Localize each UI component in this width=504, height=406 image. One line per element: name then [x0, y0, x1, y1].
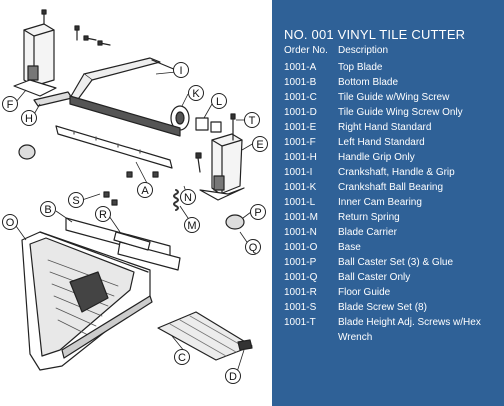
part-code: 1001-T [284, 317, 316, 328]
part-code: 1001-Q [284, 272, 318, 283]
crankshaft [69, 57, 177, 103]
part-code: 1001-F [284, 137, 316, 148]
part-row: 1001-A Top Blade [284, 60, 500, 75]
callout-S: S [72, 195, 79, 207]
header-order-no: Order No. [284, 45, 328, 56]
part-row: 1001-S Blade Screw Set (8) [284, 300, 500, 315]
part-row: 1001-F Left Hand Standard [284, 135, 500, 150]
callout-T: T [249, 115, 256, 127]
part-description: Handle Grip Only [338, 152, 415, 163]
part-row: 1001-H Handle Grip Only [284, 150, 500, 165]
callout-circles [2, 62, 268, 384]
part-description: Inner Cam Bearing [338, 197, 422, 208]
part-description: Blade Height Adj. Screws w/Hex Wrench [338, 317, 481, 343]
callout-R: R [99, 209, 107, 221]
part-description: Right Hand Standard [338, 122, 432, 133]
part-code: 1001-H [284, 152, 317, 163]
callout-L: L [216, 96, 222, 108]
callout-O: O [6, 217, 15, 229]
part-row: 1001-P Ball Caster Set (3) & Glue [284, 255, 500, 270]
callout-D: D [229, 371, 237, 383]
part-row: 1001-O Base [284, 240, 500, 255]
ball-caster-left [18, 144, 36, 160]
part-description: Top Blade [338, 62, 383, 73]
part-description: Floor Guide [338, 287, 391, 298]
part-description: Bottom Blade [338, 77, 399, 88]
part-code: 1001-C [284, 92, 317, 103]
callout-H: H [25, 113, 33, 125]
part-code: 1001-E [284, 122, 317, 133]
right-hand-standard [199, 113, 245, 201]
part-row: 1001-T Blade Height Adj. Screws w/Hex Wre… [284, 315, 500, 345]
callout-E: E [256, 139, 263, 151]
part-description: Blade Screw Set (8) [338, 302, 427, 313]
inner-cam-bearing [195, 117, 222, 133]
part-description: Ball Caster Only [338, 272, 411, 283]
parts-list-panel: NO. 001 VINYL TILE CUTTER Order No. Desc… [272, 0, 504, 406]
part-row: 1001-I Crankshaft, Handle & Grip [284, 165, 500, 180]
callout-N: N [184, 192, 192, 204]
callout-P: P [254, 207, 261, 219]
callout-M: M [187, 220, 196, 232]
part-code: 1001-O [284, 242, 318, 253]
part-row: 1001-K Crankshaft Ball Bearing [284, 180, 500, 195]
part-code: 1001-A [284, 62, 317, 73]
part-code: 1001-M [284, 212, 318, 223]
callout-C: C [178, 352, 186, 364]
crankshaft-ball-bearing [170, 105, 190, 131]
part-code: 1001-P [284, 257, 317, 268]
top-screws [41, 9, 111, 46]
part-description: Tile Guide Wing Screw Only [338, 107, 463, 118]
parts-list-title: NO. 001 VINYL TILE CUTTER [284, 27, 466, 42]
blade-carrier [65, 217, 181, 271]
diagram-svg: F H I K L T E A N M P Q B S R O C D [2, 9, 268, 384]
part-description: Crankshaft, Handle & Grip [338, 167, 455, 178]
callout-Q: Q [249, 242, 258, 254]
part-description: Return Spring [338, 212, 400, 223]
part-description: Base [338, 242, 361, 253]
callout-F: F [7, 99, 14, 111]
part-code: 1001-S [284, 302, 317, 313]
part-row: 1001-C Tile Guide w/Wing Screw [284, 90, 500, 105]
callout-I: I [179, 65, 182, 77]
part-row: 1001-N Blade Carrier [284, 225, 500, 240]
part-code: 1001-R [284, 287, 317, 298]
callout-K: K [192, 88, 200, 100]
tile-guide [157, 311, 253, 361]
part-code: 1001-N [284, 227, 317, 238]
part-description: Tile Guide w/Wing Screw [338, 92, 450, 103]
part-description: Crankshaft Ball Bearing [338, 182, 444, 193]
part-code: 1001-L [284, 197, 316, 208]
part-code: 1001-K [284, 182, 317, 193]
header-description: Description [338, 45, 389, 56]
parts-list-header: Order No. Description [284, 45, 499, 56]
return-spring [173, 189, 179, 211]
callout-labels: F H I K L T E A N M P Q B S R O C D [6, 65, 264, 383]
parts-list: 1001-A Top Blade 1001-B Bottom Blade 1001-… [284, 60, 500, 345]
ball-caster-right [225, 214, 245, 230]
base [21, 231, 153, 371]
part-row: 1001-R Floor Guide [284, 285, 500, 300]
top-blade [55, 95, 181, 169]
part-description: Blade Carrier [338, 227, 397, 238]
part-code: 1001-D [284, 107, 317, 118]
part-row: 1001-M Return Spring [284, 210, 500, 225]
part-code: 1001-I [284, 167, 313, 178]
part-code: 1001-B [284, 77, 317, 88]
part-row: 1001-D Tile Guide Wing Screw Only [284, 105, 500, 120]
part-description: Left Hand Standard [338, 137, 425, 148]
exploded-parts-diagram: F H I K L T E A N M P Q B S R O C D [2, 9, 268, 384]
left-hand-standard [13, 23, 57, 97]
part-row: 1001-L Inner Cam Bearing [284, 195, 500, 210]
part-row: 1001-E Right Hand Standard [284, 120, 500, 135]
callout-B: B [44, 204, 51, 216]
part-description: Ball Caster Set (3) & Glue [338, 257, 454, 268]
callout-A: A [141, 185, 149, 197]
carrier-bolts [195, 152, 202, 173]
part-row: 1001-Q Ball Caster Only [284, 270, 500, 285]
part-row: 1001-B Bottom Blade [284, 75, 500, 90]
